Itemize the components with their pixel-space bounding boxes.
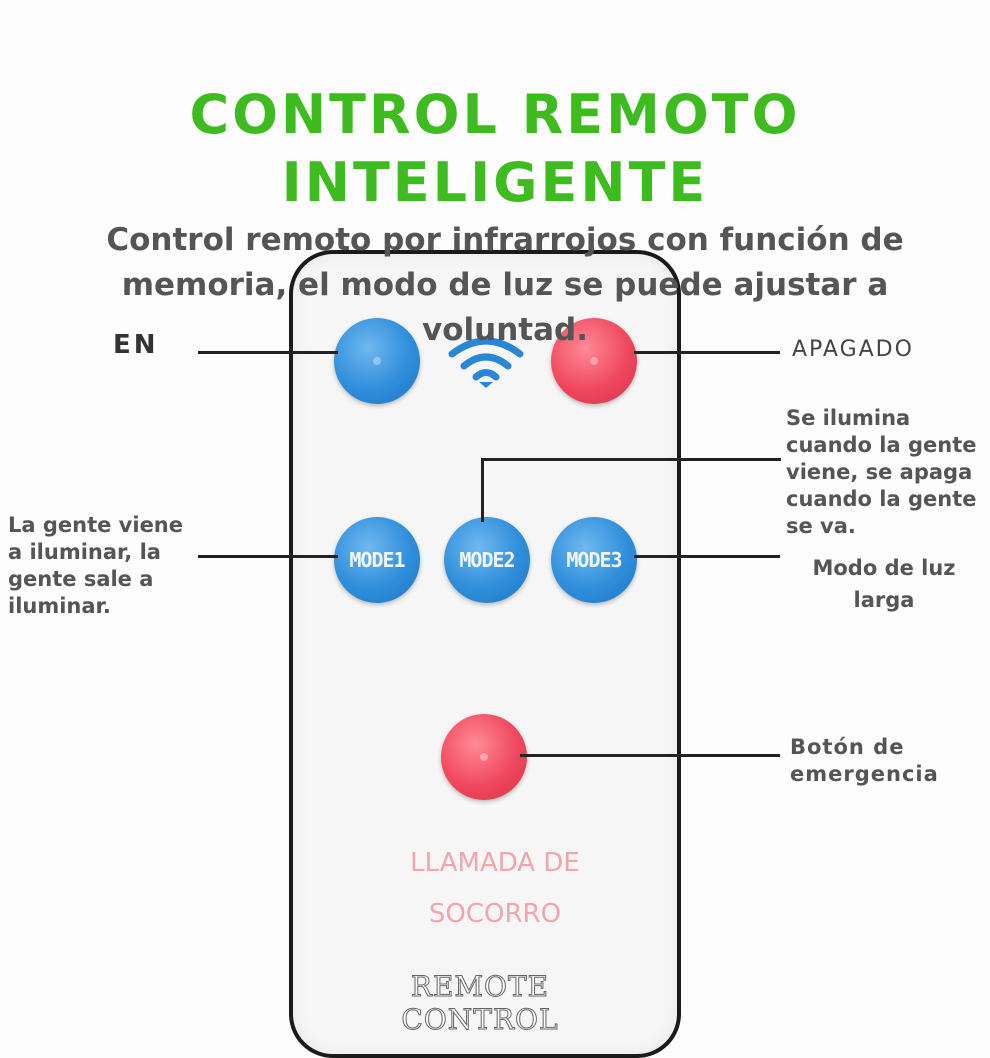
emergency-button[interactable]	[441, 714, 527, 800]
label-on: EN	[113, 330, 159, 360]
leader-line-mode3	[634, 555, 780, 558]
leader-line-mode2-horizontal	[481, 458, 781, 461]
leader-line-mode2-vertical	[481, 458, 484, 522]
socorro-text-line-1: LLAMADA DE	[410, 848, 580, 878]
leader-line-emergency	[520, 754, 780, 757]
button-dot-icon	[590, 357, 598, 365]
off-button[interactable]	[551, 318, 637, 404]
leader-line-on	[198, 351, 338, 354]
button-dot-icon	[480, 753, 488, 761]
wifi-icon	[446, 334, 526, 390]
mode2-button-label: MODE2	[459, 548, 515, 572]
mode1-button-label: MODE1	[349, 548, 405, 572]
button-dot-icon	[373, 357, 381, 365]
socorro-text-line-2: SOCORRO	[428, 899, 562, 929]
remote-control-brand-text: REMOTE CONTROL	[401, 970, 559, 1037]
label-emergency: Botón de emergencia	[790, 735, 939, 786]
mode1-button[interactable]: MODE1	[334, 517, 420, 603]
label-off: APAGADO	[792, 337, 914, 362]
title-line-2: INTELIGENTE	[281, 151, 709, 214]
label-sensor-mode: Se ilumina cuando la gente viene, se apa…	[786, 406, 977, 538]
mode3-button-label: MODE3	[566, 548, 622, 572]
label-long-light: Modo de luz larga	[812, 556, 956, 612]
mode3-button[interactable]: MODE3	[551, 517, 637, 603]
title-line-1: CONTROL REMOTO	[189, 83, 801, 146]
leader-line-mode1	[198, 555, 338, 558]
label-mode1-desc: La gente viene a iluminar, la gente sale…	[8, 513, 184, 618]
on-button[interactable]	[334, 318, 420, 404]
leader-line-off	[634, 351, 780, 354]
mode2-button[interactable]: MODE2	[444, 517, 530, 603]
subtitle: Control remoto por infrarrojos con funci…	[106, 222, 904, 348]
